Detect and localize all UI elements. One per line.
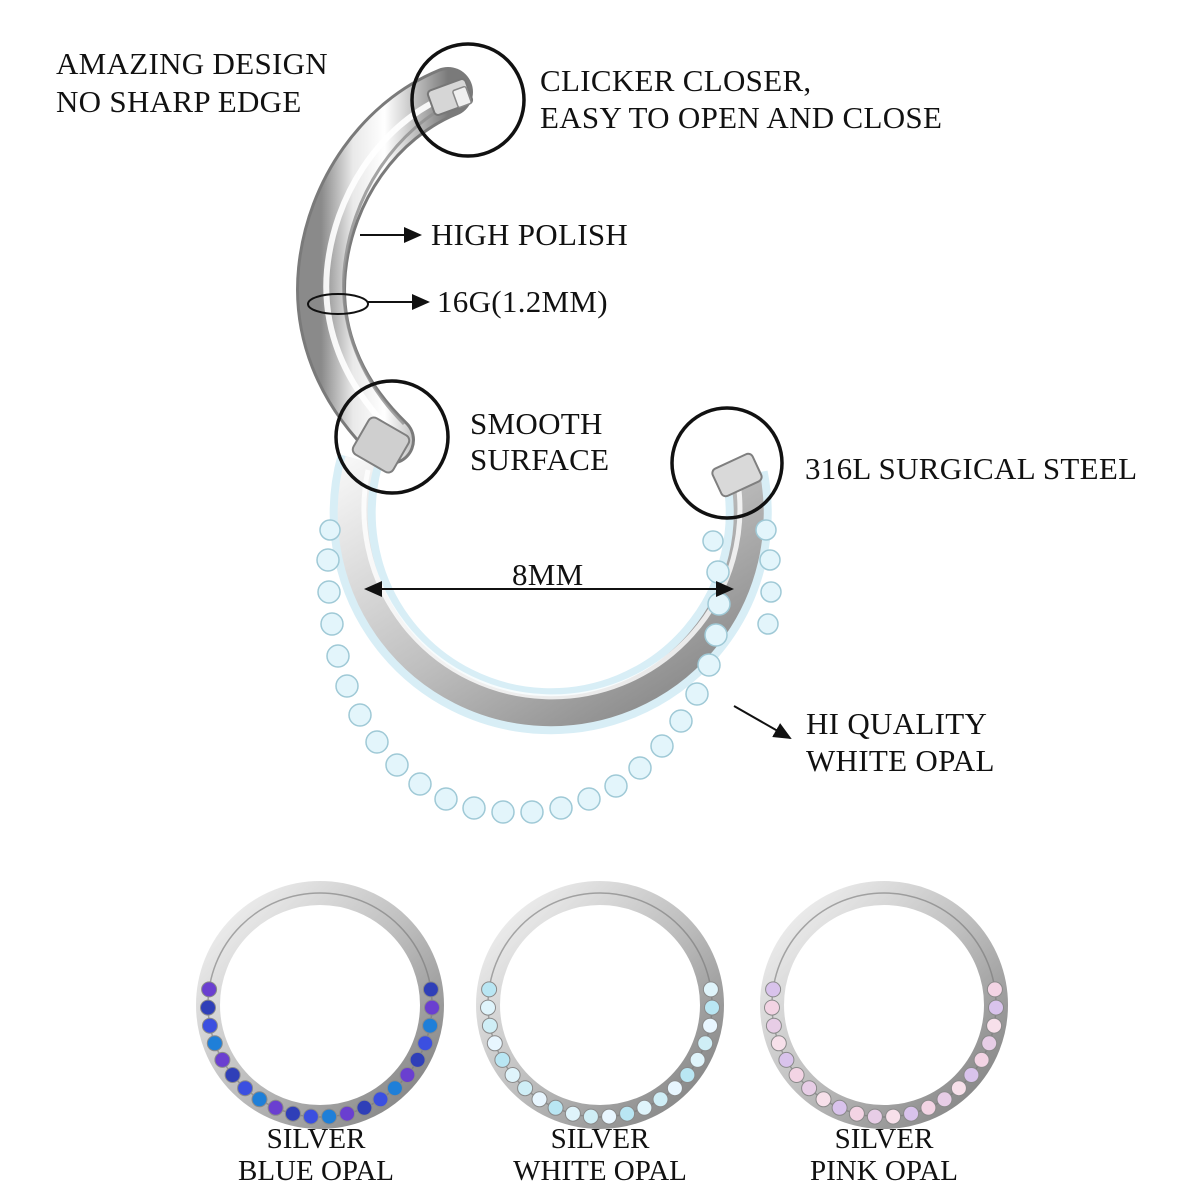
opal-stone <box>601 1108 618 1125</box>
opal-stone <box>788 1067 805 1083</box>
opal-stone <box>564 1105 581 1122</box>
variant-caption-line2: PINK OPAL <box>810 1155 958 1187</box>
opal-stone <box>652 1091 669 1108</box>
opal-stone <box>679 1067 696 1083</box>
polish-label: HIGH POLISH <box>431 217 629 252</box>
opal-stone <box>885 1108 902 1125</box>
main-ring <box>316 416 782 824</box>
opal-stone <box>504 1067 521 1083</box>
clicker-label-line2: EASY TO OPEN AND CLOSE <box>540 100 943 135</box>
opal-arrow-icon <box>733 705 792 739</box>
clicker-arm <box>296 67 474 465</box>
opal-stone <box>267 1099 284 1116</box>
opal-stone <box>424 999 440 1016</box>
opal-stone <box>702 981 719 998</box>
opal-stone <box>764 999 780 1016</box>
variant-caption-line1: SILVER <box>834 1123 934 1155</box>
opal-stone <box>903 1105 920 1122</box>
opal-stone <box>619 1105 636 1122</box>
opal-stone <box>704 999 720 1016</box>
opal-stone <box>963 1067 980 1083</box>
diameter-label: 8MM <box>512 557 584 592</box>
opal-stone <box>251 1091 268 1108</box>
variant-caption-line2: BLUE OPAL <box>237 1155 395 1187</box>
opal-stone <box>237 1080 254 1097</box>
opal-stone <box>986 1017 1003 1034</box>
variant-caption-line1: SILVER <box>550 1123 650 1155</box>
opal-stone <box>981 1035 998 1052</box>
variant-caption-line2: WHITE OPAL <box>513 1155 687 1187</box>
opal-stone <box>973 1051 990 1068</box>
opal-stone <box>372 1091 389 1108</box>
opal-stone <box>765 1017 782 1034</box>
opal-stone <box>206 1035 223 1052</box>
gauge-label: 16G(1.2MM) <box>437 284 608 319</box>
clicker-label-line1: CLICKER CLOSER, <box>540 63 812 98</box>
opal-stone <box>689 1051 706 1068</box>
opal-stone <box>831 1099 848 1116</box>
opal-stone <box>422 1017 439 1034</box>
variant-ring-white <box>476 881 724 1129</box>
smooth-label-line1: SMOOTH <box>470 406 603 441</box>
opal-stone <box>848 1105 865 1122</box>
opal-stone <box>321 1108 338 1125</box>
variant-ring-blue <box>196 881 444 1129</box>
opal-stone <box>399 1067 416 1083</box>
variant-caption-white: SILVER WHITE OPAL <box>480 1123 720 1187</box>
opal-stone <box>409 1051 426 1068</box>
opal-stone <box>486 1035 503 1052</box>
opal-stone <box>422 981 439 998</box>
design-label-line2: NO SHARP EDGE <box>56 84 302 119</box>
design-label-line1: AMAZING DESIGN <box>56 46 328 81</box>
opal-stone <box>936 1091 953 1108</box>
opal-stone <box>201 981 218 998</box>
opal-stone <box>582 1108 599 1125</box>
opal-stone <box>815 1091 832 1108</box>
opal-stones <box>316 519 782 824</box>
opal-stone <box>200 999 216 1016</box>
variant-caption-pink: SILVER PINK OPAL <box>764 1123 1004 1187</box>
opal-stone <box>986 981 1003 998</box>
opal-stone <box>801 1080 818 1097</box>
smooth-detail-circle <box>334 379 450 495</box>
opal-stone <box>866 1108 883 1125</box>
clicker-detail-circle <box>410 42 526 158</box>
opal-stone <box>302 1108 319 1125</box>
opal-stone <box>666 1080 683 1097</box>
opal-stone <box>697 1035 714 1052</box>
opal-stone <box>636 1099 653 1116</box>
opal-stone <box>284 1105 301 1122</box>
opal-stone <box>356 1099 373 1116</box>
opal-stone <box>339 1105 356 1122</box>
opal-stone <box>201 1017 218 1034</box>
opal-stone <box>386 1080 403 1097</box>
opal-label-line1: HI QUALITY <box>806 706 988 741</box>
smooth-label-line2: SURFACE <box>470 442 610 477</box>
opal-label-line2: WHITE OPAL <box>806 743 995 778</box>
opal-stone <box>770 1035 787 1052</box>
opal-stone <box>481 981 498 998</box>
opal-stone <box>417 1035 434 1052</box>
opal-stone <box>988 999 1004 1016</box>
opal-stone <box>517 1080 534 1097</box>
variant-ring-pink <box>760 881 1008 1129</box>
opal-stone <box>950 1080 967 1097</box>
opal-stone <box>765 981 782 998</box>
variant-caption-blue: SILVER BLUE OPAL <box>196 1123 436 1187</box>
opal-stone <box>702 1017 719 1034</box>
opal-stone <box>481 1017 498 1034</box>
steel-detail-circle <box>670 406 784 520</box>
opal-stone <box>531 1091 548 1108</box>
opal-stone <box>224 1067 241 1083</box>
opal-stone <box>778 1051 795 1068</box>
opal-stone <box>494 1051 511 1068</box>
variant-caption-line1: SILVER <box>266 1123 366 1155</box>
gauge-marker <box>307 293 369 315</box>
opal-stone <box>920 1099 937 1116</box>
opal-stone <box>480 999 496 1016</box>
steel-label: 316L SURGICAL STEEL <box>805 451 1138 486</box>
opal-stone <box>214 1051 231 1068</box>
opal-stone <box>547 1099 564 1116</box>
